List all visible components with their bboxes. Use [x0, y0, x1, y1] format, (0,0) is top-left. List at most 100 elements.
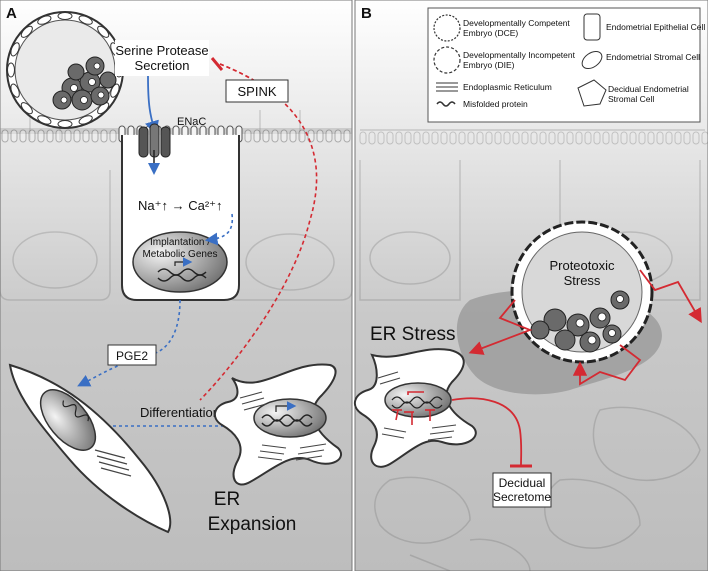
stromal-cell-icon: [581, 50, 603, 70]
legend-die-line2: Embryo (DIE): [463, 60, 515, 70]
proteotoxic-line1: Proteotoxic: [549, 258, 615, 273]
microvillus: [584, 131, 592, 145]
secretome-line1: Decidual: [499, 476, 546, 490]
blastocyst-embryo: [6, 11, 124, 129]
microvillus: [503, 131, 511, 145]
misfolded-protein-icon: [436, 101, 456, 107]
microvillus: [262, 129, 270, 143]
microvillus: [404, 131, 412, 145]
microvillus: [629, 131, 637, 145]
microvillus: [530, 131, 538, 145]
trophectoderm-cell: [20, 102, 33, 115]
enac-channel: [138, 123, 171, 175]
panel-b-letter: B: [361, 5, 372, 22]
microvillus: [244, 129, 252, 143]
legend: Developmentally Competent Embryo (DCE) D…: [427, 7, 705, 123]
microvillus: [377, 131, 385, 145]
incompetent-embryo: Proteotoxic Stress: [510, 220, 654, 364]
microvillus: [316, 129, 324, 143]
microvillus: [271, 129, 279, 143]
microvillus: [647, 131, 655, 145]
microvillus: [368, 131, 376, 145]
microvillus: [467, 131, 475, 145]
legend-decidual-line2: Stromal Cell: [608, 94, 654, 104]
microvillus: [431, 131, 439, 145]
trophectoderm-cell: [78, 115, 93, 125]
microvillus: [602, 131, 610, 145]
proteotoxic-line2: Stress: [564, 273, 601, 288]
legend-die-line1: Developmentally Incompetent: [463, 50, 576, 60]
microvillus: [485, 131, 493, 145]
er-icon: [436, 82, 458, 92]
serine-protease-line2: Secretion: [135, 58, 190, 73]
microvillus: [548, 131, 556, 145]
microvillus: [566, 131, 574, 145]
legend-dce-line2: Embryo (DCE): [463, 28, 518, 38]
background-cells: [0, 110, 353, 301]
epithelial-cell: ENaC Na⁺↑ → Ca²⁺↑ Implantation / Metabol…: [121, 116, 240, 301]
microvillus: [64, 129, 72, 143]
legend-dce-line1: Developmentally Competent: [463, 18, 570, 28]
serine-protease-box: [115, 40, 209, 76]
stressed-decidual-cell: [353, 348, 477, 468]
legend-decidual-line1: Decidual Endometrial: [608, 84, 689, 94]
microvillus: [253, 129, 261, 143]
ion-to-genes-arrow: [204, 213, 234, 246]
microvillus: [91, 129, 99, 143]
legend-stromal-label: Endometrial Stromal Cell: [606, 52, 700, 62]
microvillus: [280, 129, 288, 143]
trophectoderm-cell: [57, 12, 73, 20]
pge2-label: PGE2: [116, 349, 148, 363]
microvillus: [10, 129, 18, 143]
trophectoderm-cell: [110, 83, 120, 98]
microvillus: [494, 131, 502, 145]
microvillus: [620, 131, 628, 145]
genes-line2: Metabolic Genes: [142, 249, 217, 260]
secretome-inhibition-line: [451, 397, 523, 466]
microvillus: [521, 131, 529, 145]
microvillus: [638, 131, 646, 145]
microvillus: [701, 131, 708, 145]
er-stress-label: ER Stress: [370, 324, 456, 345]
serine-protease-line1: Serine Protease: [115, 43, 208, 58]
microvillus: [100, 129, 108, 143]
microvillus: [334, 129, 342, 143]
panel-a: Serine Protease Secretion SPINK ENaC Na⁺…: [0, 0, 353, 572]
trophectoderm-cell: [20, 25, 33, 38]
trophectoderm-cell: [37, 15, 52, 25]
microvillus: [19, 129, 27, 143]
enac-label: ENaC: [177, 116, 206, 128]
spink-dashed-line: [199, 63, 318, 401]
trophectoderm-cell: [57, 120, 73, 128]
microvillus: [289, 129, 297, 143]
microvillus: [539, 131, 547, 145]
decidual-cell-icon: [577, 79, 607, 107]
panel-b: Developmentally Competent Embryo (DCE) D…: [353, 0, 708, 572]
microvillus: [512, 131, 520, 145]
microvillus: [440, 131, 448, 145]
microvillus: [386, 131, 394, 145]
microvillus: [343, 129, 351, 143]
trophectoderm-cell: [97, 25, 110, 38]
legend-epithelial-label: Endometrial Epithelial Cell: [606, 22, 705, 32]
microvillus: [422, 131, 430, 145]
microvillus: [557, 131, 565, 145]
microvillus: [611, 131, 619, 145]
trophectoderm-cell: [10, 42, 20, 57]
microvillus: [476, 131, 484, 145]
microvillus: [28, 129, 36, 143]
microvillus: [1, 129, 9, 143]
trophectoderm-cell: [97, 102, 110, 115]
decidual-cell: [213, 363, 342, 486]
microvillus: [82, 129, 90, 143]
dna-helix-icon: [157, 268, 207, 276]
legend-er-label: Endoplasmic Reticulum: [463, 82, 552, 92]
spink-box: [225, 79, 289, 103]
pge2-box: [107, 344, 157, 366]
legend-misfolded-label: Misfolded protein: [463, 99, 528, 109]
differentiation-label: Differentiation: [140, 405, 220, 420]
spink-label: SPINK: [237, 84, 276, 99]
microvillus: [395, 131, 403, 145]
microvillus: [413, 131, 421, 145]
